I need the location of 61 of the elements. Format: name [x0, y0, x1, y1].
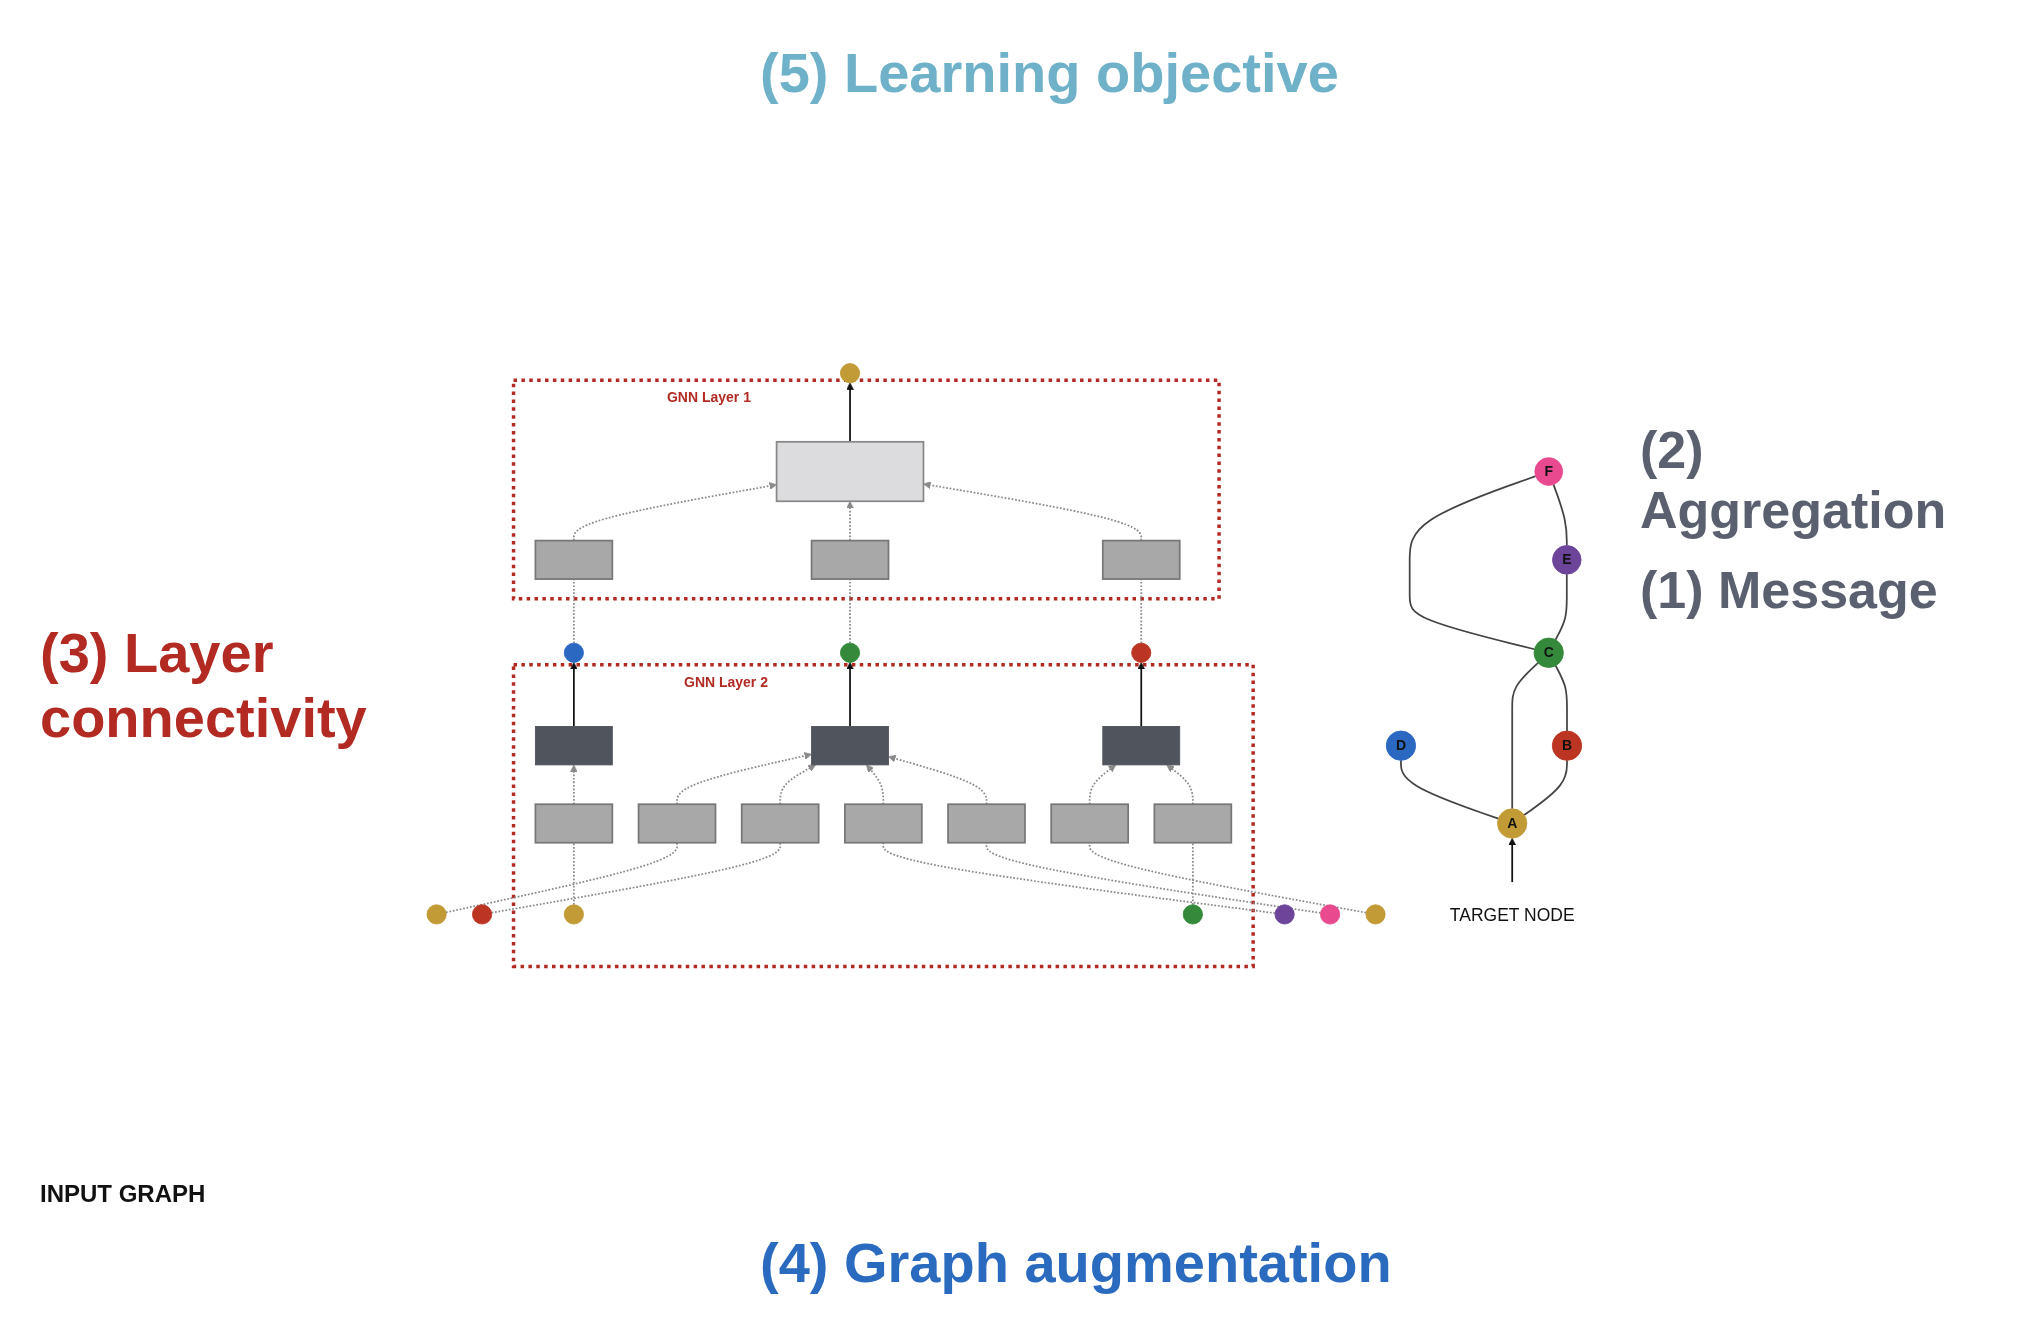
node-box: [810, 539, 890, 580]
connector: [1191, 841, 1194, 906]
node-circle: [1131, 642, 1152, 663]
arrow: [846, 382, 854, 443]
connector: [1088, 841, 1367, 914]
connector: [1511, 661, 1539, 810]
connector: [445, 841, 678, 914]
connector: [1554, 573, 1568, 641]
node-circle: [563, 904, 584, 925]
node-box: [740, 803, 820, 844]
node-circle: [1365, 904, 1386, 925]
heading-text: (5) Learning objective: [760, 40, 1339, 105]
node-circle: A: [1497, 808, 1528, 839]
connector: [573, 841, 575, 906]
node-circle: F: [1534, 457, 1564, 486]
arrow: [846, 500, 854, 542]
connector: [1552, 483, 1568, 547]
caption-text: INPUT GRAPH: [40, 1180, 206, 1208]
node-box: [534, 539, 614, 580]
arrow: [1508, 837, 1517, 883]
node-circle: [563, 642, 584, 663]
node-box: [775, 440, 925, 503]
arrow: [923, 481, 1143, 542]
node-circle: [1320, 904, 1341, 925]
node-box: [534, 726, 613, 766]
node-circle: [426, 904, 447, 925]
connector: [1408, 475, 1537, 651]
cluster: GNN Layer 1: [511, 378, 1221, 601]
node-circle: [840, 642, 861, 663]
node-circle: B: [1551, 730, 1583, 761]
arrow: [570, 662, 578, 728]
connector: [1554, 664, 1568, 732]
node-box: [534, 803, 614, 844]
node-circle: [1274, 904, 1295, 925]
step-label: (1) Message: [1640, 560, 1938, 620]
node-box: [1050, 803, 1129, 844]
step-label: (2) Aggregation: [1640, 420, 1948, 540]
node-circle: E: [1552, 545, 1582, 575]
node-text: TARGET NODE: [1449, 904, 1575, 925]
node-box: [1102, 726, 1181, 766]
step-label: (3) Layer connectivity: [40, 620, 368, 750]
node-circle: [472, 904, 493, 925]
node-box: [1101, 539, 1181, 580]
node-circle: [1182, 904, 1203, 925]
arrow: [573, 482, 777, 542]
arrow: [1137, 662, 1146, 728]
connector: [1523, 759, 1568, 816]
connector: [882, 841, 1276, 915]
arrow: [846, 662, 854, 728]
connector: [490, 841, 782, 914]
node-box: [947, 803, 1026, 844]
node-circle: C: [1533, 637, 1564, 668]
node-circle: [840, 363, 861, 384]
node-box: [637, 803, 717, 844]
node-box: [1153, 803, 1233, 844]
node-box: [811, 726, 889, 766]
connector: [985, 841, 1322, 914]
step-label: (4) Graph augmentation: [760, 1230, 1392, 1295]
node-box: [844, 803, 923, 844]
node-circle: D: [1385, 730, 1417, 761]
connector: [1400, 759, 1500, 820]
